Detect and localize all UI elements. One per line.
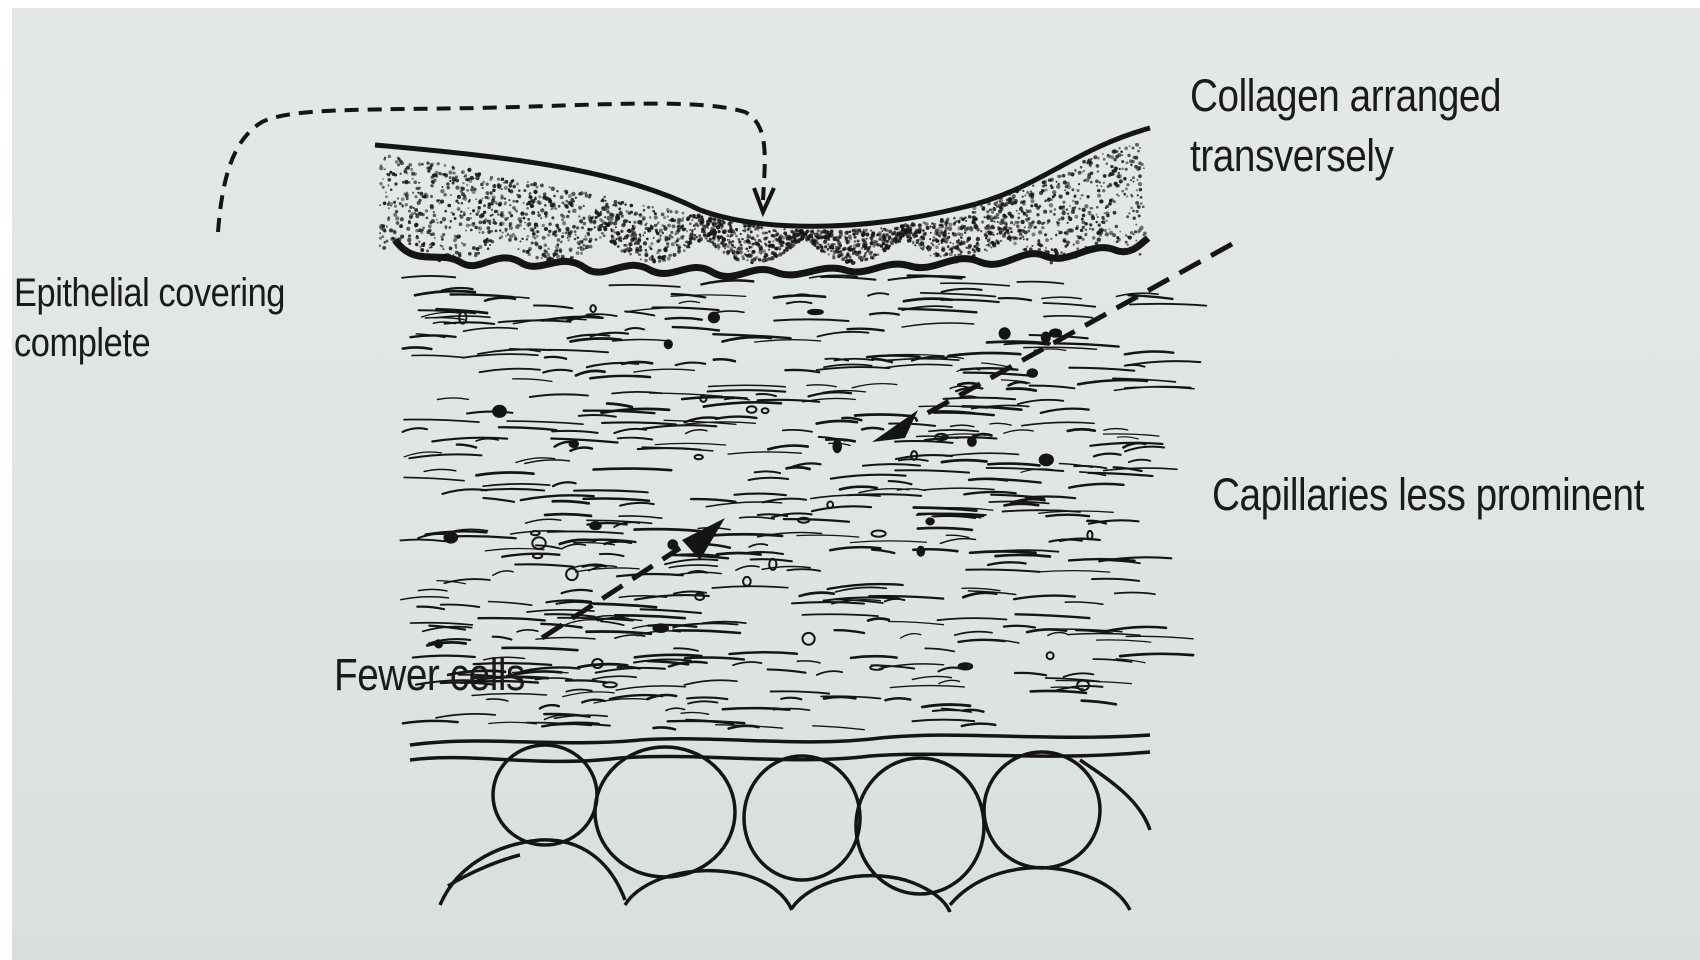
adipose-layer xyxy=(410,735,1150,912)
epidermis-stipple xyxy=(379,143,1147,265)
fewer-cells-label: Fewer cells xyxy=(334,650,525,700)
fat-cell xyxy=(440,840,625,905)
collagen-label-line1: Collagen arranged xyxy=(1190,66,1501,126)
fat-cell xyxy=(856,758,984,894)
capillaries-label: Capillaries less prominent xyxy=(1212,470,1644,520)
fat-cell xyxy=(595,747,735,877)
fat-cell xyxy=(744,756,860,880)
epithelial-label-line2: complete xyxy=(14,318,285,368)
collagen-label-line2: transversely xyxy=(1190,126,1501,186)
fat-cell xyxy=(950,868,1130,910)
epithelial-label-line1: Epithelial covering xyxy=(14,268,285,318)
collagen-pointer xyxy=(872,244,1232,442)
epithelial-covering-label: Epithelial covering complete xyxy=(14,268,285,368)
fat-cell xyxy=(984,752,1100,868)
collagen-label: Collagen arranged transversely xyxy=(1190,66,1501,186)
